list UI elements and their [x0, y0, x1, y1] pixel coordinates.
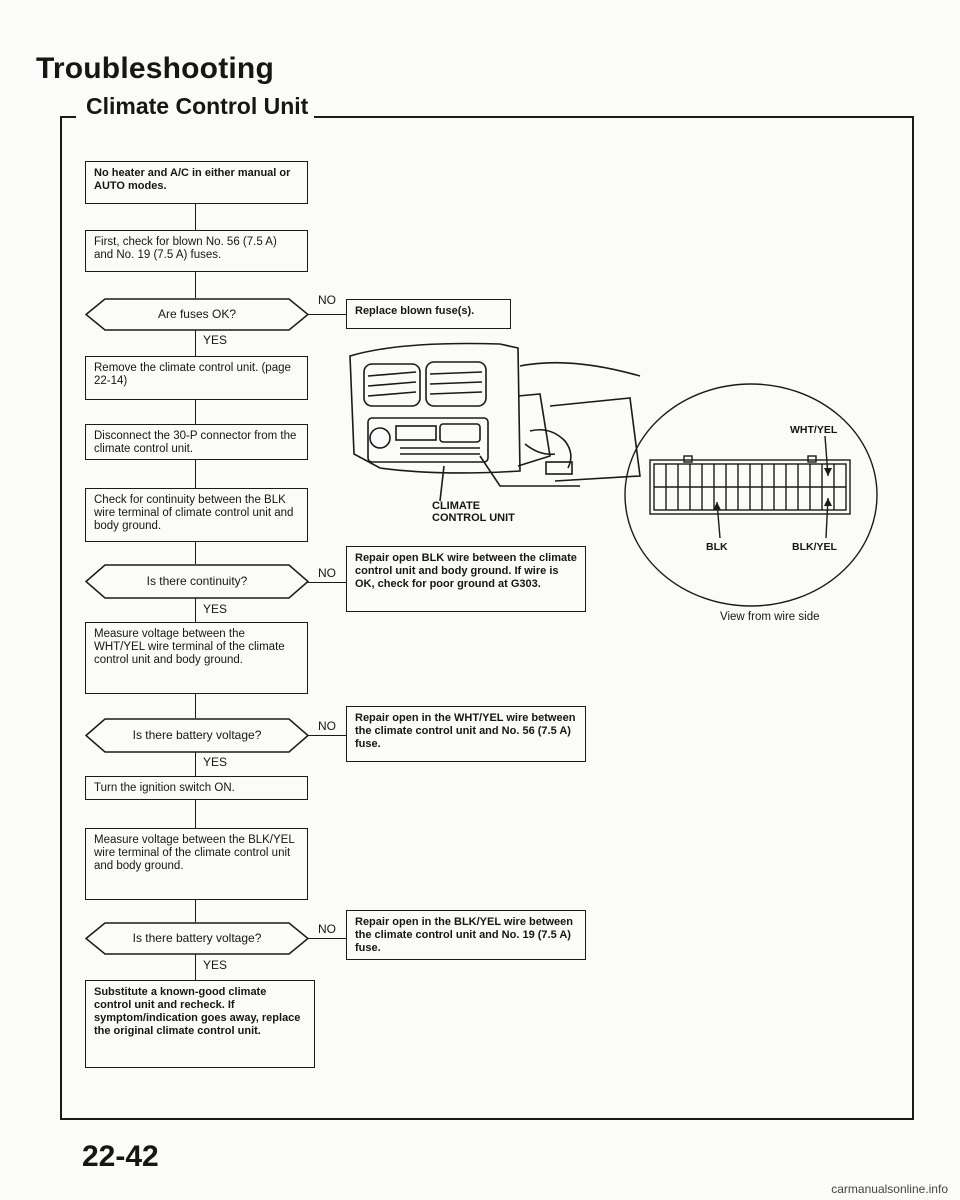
view-caption: View from wire side — [720, 611, 820, 623]
connector-detail-circle — [624, 383, 878, 607]
decision-diamond — [85, 718, 309, 753]
frame-top-left — [60, 116, 76, 118]
frame-top-right — [294, 116, 912, 118]
yes-label: YES — [203, 602, 228, 616]
yes-label: YES — [203, 333, 228, 347]
step-box: Disconnect the 30-P connector from the c… — [85, 424, 308, 460]
page-title: Troubleshooting — [36, 52, 274, 85]
connector — [195, 272, 196, 298]
connector — [195, 752, 196, 776]
decision-label: Are fuses OK? — [157, 307, 237, 321]
no-label: NO — [318, 922, 336, 936]
start-box: No heater and A/C in either manual or AU… — [85, 161, 308, 204]
connector — [308, 582, 346, 583]
decision-label: Is there continuity? — [146, 574, 248, 588]
no-label: NO — [318, 719, 336, 733]
connector — [195, 330, 196, 356]
connector — [195, 800, 196, 828]
connector — [308, 314, 346, 315]
no-label: NO — [318, 566, 336, 580]
connector — [195, 900, 196, 922]
step-box: Remove the climate control unit. (page 2… — [85, 356, 308, 400]
decision-diamond — [85, 298, 309, 331]
climate-control-unit-illustration — [349, 342, 641, 502]
step-box: Check for continuity between the BLK wir… — [85, 488, 308, 542]
section-title: Climate Control Unit — [80, 93, 315, 120]
wire-label-wht-yel: WHT/YEL — [790, 424, 838, 436]
yes-label: YES — [203, 755, 228, 769]
wire-label-blk: BLK — [706, 541, 728, 553]
decision-label: Is there battery voltage? — [132, 931, 262, 945]
connector — [195, 400, 196, 424]
wire-label-blk-yel: BLK/YEL — [792, 541, 837, 553]
no-label: NO — [318, 293, 336, 307]
decision-diamond — [85, 922, 309, 955]
final-step-box: Substitute a known-good climate control … — [85, 980, 315, 1068]
action-box: Replace blown fuse(s). — [346, 299, 511, 329]
connector — [308, 735, 346, 736]
connector — [195, 204, 196, 230]
unit-label: CLIMATE CONTROL UNIT — [432, 500, 515, 524]
yes-label: YES — [203, 958, 228, 972]
decision-label: Is there battery voltage? — [132, 728, 262, 742]
step-box: Turn the ignition switch ON. — [85, 776, 308, 800]
step-box: Measure voltage between the WHT/YEL wire… — [85, 622, 308, 694]
decision-diamond — [85, 564, 309, 599]
connector — [195, 598, 196, 622]
action-box: Repair open in the WHT/YEL wire between … — [346, 706, 586, 762]
connector — [195, 954, 196, 980]
action-box: Repair open BLK wire between the climate… — [346, 546, 586, 612]
step-box: First, check for blown No. 56 (7.5 A) an… — [85, 230, 308, 272]
section-frame — [60, 116, 914, 1120]
watermark: carmanualsonline.info — [831, 1182, 948, 1196]
connector — [195, 694, 196, 718]
step-box: Measure voltage between the BLK/YEL wire… — [85, 828, 308, 900]
connector — [195, 542, 196, 564]
connector — [308, 938, 346, 939]
connector — [195, 460, 196, 488]
page-number: 22-42 — [82, 1140, 159, 1173]
action-box: Repair open in the BLK/YEL wire between … — [346, 910, 586, 960]
